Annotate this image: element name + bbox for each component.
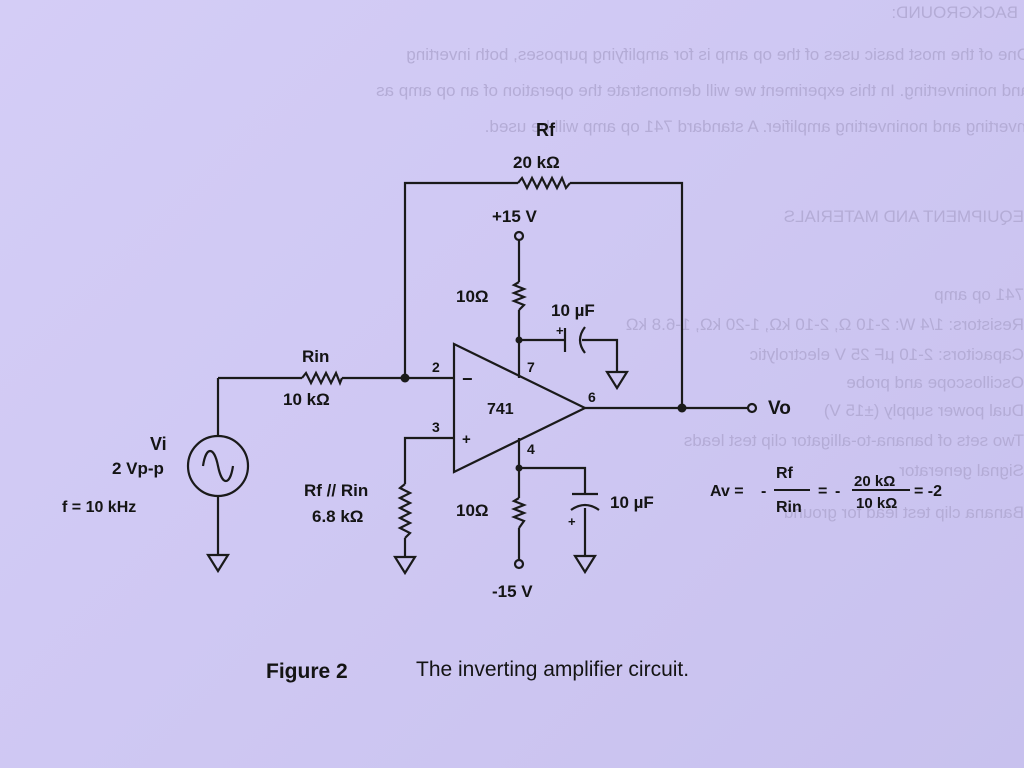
- vout-label: Vo: [768, 398, 791, 419]
- r-bottom-resistor: [511, 497, 527, 529]
- ground-comp-icon: [393, 555, 417, 576]
- bleed-line-10: Two sets of banana-to-alligator clip tes…: [684, 431, 1024, 450]
- gain-lhs: Av =: [710, 483, 744, 500]
- vi-amplitude: 2 Vp-p: [112, 459, 164, 478]
- r-bottom-value: 10Ω: [456, 501, 489, 520]
- figure-number: Figure 2: [266, 660, 348, 683]
- figure-caption: The inverting amplifier circuit.: [416, 658, 689, 681]
- gain-sign2: -: [835, 483, 840, 500]
- rin-resistor: [301, 370, 344, 386]
- bleed-line-9: Dual power supply (±15 V): [824, 401, 1024, 420]
- gain-den2: 10 kΩ: [856, 495, 897, 512]
- c-bottom-value: 10 µF: [610, 493, 654, 512]
- bleed-line-4: EQUIPMENT AND MATERIALS: [784, 207, 1024, 226]
- bleed-line-2: and noninverting. In this experiment we …: [376, 81, 1024, 100]
- rcomp-name: Rf // Rin: [304, 481, 368, 500]
- pin-2: 2: [432, 359, 440, 375]
- r-top-resistor: [511, 281, 527, 311]
- bleed-through-text: BACKGROUND: One of the most basic uses o…: [376, 3, 1024, 522]
- gain-num: Rf: [776, 465, 794, 482]
- svg-text:+: +: [556, 323, 564, 338]
- vneg-junction: [515, 464, 523, 472]
- pin-4: 4: [527, 441, 535, 457]
- c-top-capacitor: +: [556, 323, 586, 354]
- gain-num2: 20 kΩ: [854, 473, 895, 490]
- vpos-label: +15 V: [492, 207, 538, 226]
- opamp-minus-sign: −: [462, 369, 473, 389]
- gain-result: = -2: [914, 483, 942, 500]
- ground-c-top-icon: [605, 370, 629, 391]
- bleed-line-8: Oscilloscope and probe: [846, 373, 1024, 392]
- pin-7: 7: [527, 359, 535, 375]
- bleed-line-11: Signal generator: [899, 461, 1024, 480]
- rin-name: Rin: [302, 347, 329, 366]
- vi-label: Vi: [150, 434, 167, 454]
- pin-3: 3: [432, 419, 440, 435]
- vneg-terminal: [513, 558, 525, 570]
- ac-source: [186, 434, 250, 498]
- rf-value: 20 kΩ: [513, 153, 560, 172]
- rf-resistor: [517, 175, 571, 191]
- vout-terminal: [746, 402, 758, 414]
- bleed-line-5: 741 op amp: [934, 285, 1024, 304]
- vpos-junction: [515, 336, 523, 344]
- output-node: [677, 403, 687, 413]
- c-bottom-capacitor: +: [568, 492, 600, 529]
- gain-den: Rin: [776, 499, 802, 516]
- bleed-line-0: BACKGROUND:: [891, 3, 1018, 22]
- bleed-line-7: Capacitors: 2-10 µF 25 V electrolytic: [749, 345, 1024, 364]
- opamp-label: 741: [487, 401, 514, 418]
- r-comp-resistor: [397, 483, 413, 539]
- bleed-line-3: inverting and noninverting amplifier. A …: [485, 117, 1024, 136]
- bleed-line-6: Resistors: 1/4 W: 2-10 Ω, 2-10 kΩ, 1-20 …: [626, 315, 1024, 334]
- pin-6: 6: [588, 389, 596, 405]
- svg-text:+: +: [568, 514, 576, 529]
- c-top-value: 10 µF: [551, 301, 595, 320]
- summing-node: [400, 373, 410, 383]
- opamp-triangle: [452, 342, 588, 474]
- opamp-plus-sign: +: [462, 431, 471, 448]
- ground-c-bottom-icon: [573, 554, 597, 575]
- rf-name: Rf: [536, 120, 556, 140]
- r-top-value: 10Ω: [456, 287, 489, 306]
- ground-source-icon: [206, 553, 230, 574]
- rin-value: 10 kΩ: [283, 390, 330, 409]
- gain-eq1: =: [818, 483, 827, 500]
- bleed-line-12: Banana clip test lead for ground: [784, 503, 1024, 522]
- vneg-label: -15 V: [492, 582, 533, 601]
- rcomp-value: 6.8 kΩ: [312, 507, 363, 526]
- gain-equation: Av = - Rf Rin = - 20 kΩ 10 kΩ = -2: [710, 465, 942, 516]
- gain-sign: -: [761, 483, 766, 500]
- vi-frequency: f = 10 kHz: [62, 499, 136, 516]
- vpos-terminal: [513, 230, 525, 242]
- bleed-line-1: One of the most basic uses of the op amp…: [406, 45, 1024, 64]
